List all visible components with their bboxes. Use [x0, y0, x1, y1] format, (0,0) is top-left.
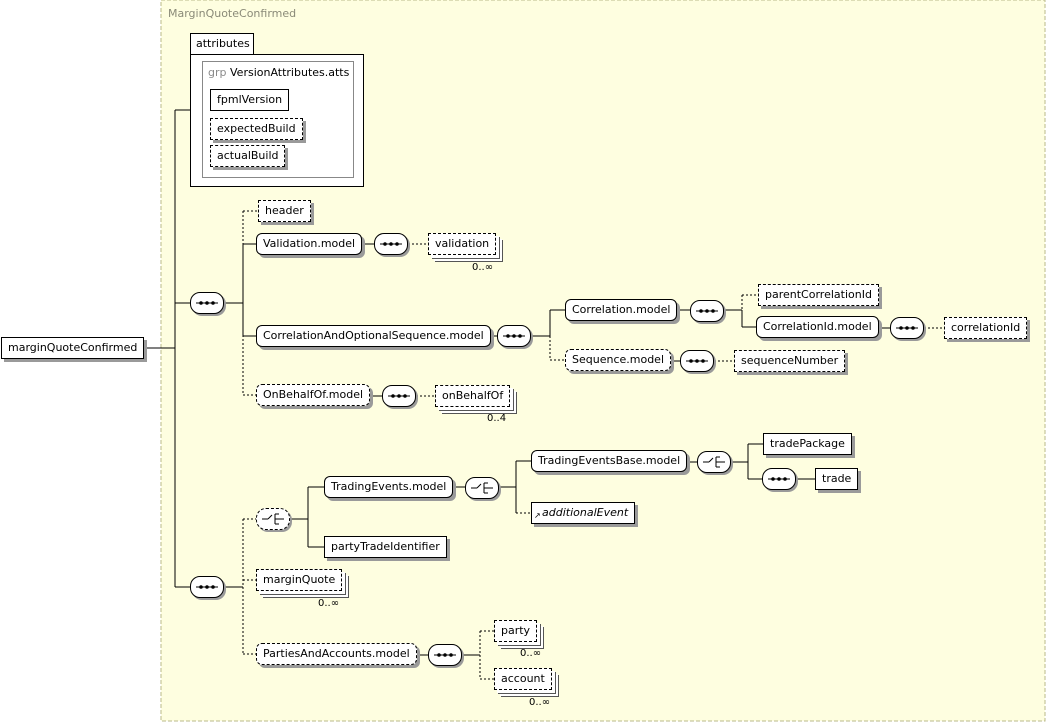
element-validation[interactable]: validation: [428, 233, 497, 255]
sequence-compositor-1[interactable]: [190, 292, 224, 314]
root-element-marginQuoteConfirmed[interactable]: marginQuoteConfirmed: [1, 337, 145, 359]
validation-occurrence: 0..∞: [472, 262, 494, 273]
group-trading-events-model[interactable]: TradingEvents.model: [324, 476, 454, 498]
group-validation-model[interactable]: Validation.model: [256, 233, 363, 255]
group-name: VersionAttributes.atts: [230, 66, 350, 79]
element-sequenceNumber[interactable]: sequenceNumber: [734, 350, 846, 372]
attribute-group-label: grp VersionAttributes.atts: [208, 66, 349, 79]
attribute-actualBuild[interactable]: actualBuild: [210, 145, 286, 167]
choice-compositor-optional[interactable]: [256, 508, 290, 530]
type-name-label: MarginQuoteConfirmed: [168, 7, 297, 20]
element-account[interactable]: account: [494, 668, 552, 690]
sequence-compositor-correlation[interactable]: [690, 300, 724, 322]
element-correlationId[interactable]: correlationId: [944, 317, 1028, 339]
element-trade[interactable]: trade: [815, 468, 859, 490]
choice-compositor-trading-events[interactable]: [465, 477, 499, 499]
additional-event-label: additionalEvent: [542, 506, 629, 519]
element-header[interactable]: header: [258, 200, 311, 222]
element-parentCorrelationId[interactable]: parentCorrelationId: [758, 284, 879, 306]
marginquote-occurrence: 0..∞: [318, 598, 340, 609]
group-correlation-id-model[interactable]: CorrelationId.model: [756, 316, 879, 338]
element-tradePackage[interactable]: tradePackage: [763, 433, 852, 455]
party-occurrence: 0..∞: [520, 648, 542, 659]
choice-compositor-trading-events-base[interactable]: [697, 451, 731, 473]
group-trading-events-base-model[interactable]: TradingEventsBase.model: [531, 450, 688, 472]
sequence-compositor-validation[interactable]: [374, 233, 408, 255]
sequence-compositor-2[interactable]: [190, 576, 224, 598]
element-additionalEvent[interactable]: ↗ additionalEvent: [531, 502, 636, 524]
sequence-compositor-onbehalfof[interactable]: [382, 385, 416, 407]
sequence-compositor-sequence[interactable]: [680, 350, 714, 372]
group-correlation-and-optional-sequence-model[interactable]: CorrelationAndOptionalSequence.model: [256, 325, 491, 347]
sequence-compositor-trade[interactable]: [762, 468, 796, 490]
element-partyTradeIdentifier[interactable]: partyTradeIdentifier: [324, 536, 447, 558]
sequence-compositor-correlation-id[interactable]: [890, 317, 924, 339]
group-sequence-model[interactable]: Sequence.model: [565, 349, 672, 371]
element-marginQuote[interactable]: marginQuote: [256, 569, 343, 591]
onbehalfof-occurrence: 0..4: [487, 413, 507, 424]
attributes-tab[interactable]: attributes: [190, 33, 254, 55]
attribute-fpmlVersion[interactable]: fpmlVersion: [210, 89, 290, 111]
reference-arrow-icon: ↗: [534, 511, 541, 520]
account-occurrence: 0..∞: [529, 697, 551, 708]
attribute-expectedBuild[interactable]: expectedBuild: [210, 118, 303, 140]
group-keyword: grp: [208, 66, 227, 79]
sequence-compositor-parties[interactable]: [428, 644, 462, 666]
group-onbehalfof-model[interactable]: OnBehalfOf.model: [256, 384, 371, 406]
group-parties-and-accounts-model[interactable]: PartiesAndAccounts.model: [256, 643, 417, 665]
sequence-compositor-correlation-seq[interactable]: [497, 325, 531, 347]
group-correlation-model[interactable]: Correlation.model: [565, 299, 678, 321]
element-onBehalfOf[interactable]: onBehalfOf: [435, 385, 511, 407]
element-party[interactable]: party: [494, 620, 538, 642]
